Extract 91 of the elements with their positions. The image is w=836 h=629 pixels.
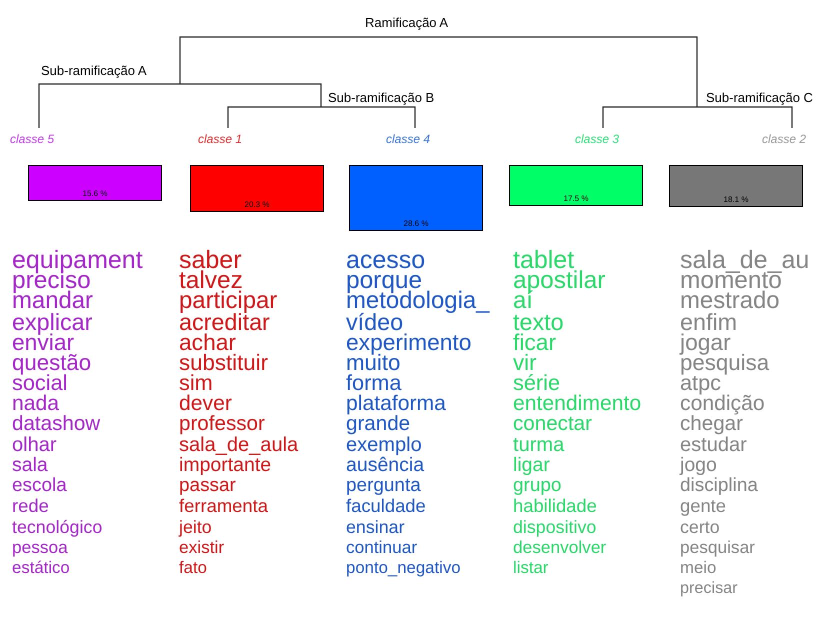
keyword: social <box>12 373 68 394</box>
keyword: forma <box>346 373 402 394</box>
class-label: classe 2 <box>762 131 806 148</box>
keyword: pesquisar <box>680 537 756 558</box>
keyword: enfim <box>680 312 738 332</box>
keyword: plataforma <box>346 394 447 414</box>
keyword: ferramenta <box>179 496 269 516</box>
keyword: jeito <box>179 516 213 537</box>
keyword: chegar <box>680 414 743 434</box>
keyword: jogo <box>680 455 718 476</box>
keyword: condição <box>680 394 766 414</box>
percentage-bar: 18.1 % <box>669 165 803 207</box>
keyword: acreditar <box>179 312 270 332</box>
keyword: faculdade <box>346 496 427 516</box>
keyword: sala_de_aula <box>179 434 300 455</box>
keyword: turma <box>513 434 566 455</box>
keyword: dispositivo <box>513 516 598 537</box>
keyword: vir <box>513 352 536 373</box>
keyword: questão <box>12 352 92 373</box>
keyword: ficar <box>513 332 556 352</box>
keyword: disciplina <box>680 476 759 496</box>
keyword: passar <box>179 476 236 496</box>
keyword: metodologia_ <box>346 291 491 312</box>
keyword: fato <box>179 558 208 578</box>
branch-label: Ramificação A <box>365 14 448 32</box>
class-label: classe 5 <box>10 131 54 148</box>
keyword: exemplo <box>346 434 423 455</box>
keyword: gente <box>680 496 728 516</box>
keyword: acesso <box>346 250 426 270</box>
keyword: olhar <box>12 434 58 455</box>
keyword: tecnológico <box>12 516 104 537</box>
keyword: saber <box>179 250 243 270</box>
keyword: atpc <box>680 373 721 394</box>
keyword: estudar <box>680 434 748 455</box>
keyword: certo <box>680 516 721 537</box>
branch-label: Sub-ramificação B <box>328 89 434 107</box>
keyword: escola <box>12 476 68 496</box>
keyword: ensinar <box>346 516 406 537</box>
keyword: ligar <box>513 455 551 476</box>
keyword: sala_de_au <box>680 250 810 270</box>
keyword: professor <box>179 414 266 434</box>
percentage-bar: 15.6 % <box>28 165 162 201</box>
keyword: ausência <box>346 455 426 476</box>
keyword: habilidade <box>513 496 598 516</box>
keyword: apostilar <box>513 270 606 291</box>
keyword: série <box>513 373 560 394</box>
keyword: vídeo <box>346 312 404 332</box>
class-label: classe 3 <box>575 131 620 148</box>
keyword: mestrado <box>680 291 780 312</box>
keyword: aí <box>513 291 533 312</box>
keyword: pessoa <box>12 537 69 558</box>
keyword: tablet <box>513 250 574 270</box>
branch-label: Sub-ramificação C <box>706 89 813 107</box>
keyword: sala <box>12 455 49 476</box>
keyword: mandar <box>12 291 94 312</box>
keyword: sim <box>179 373 213 394</box>
keyword: precisar <box>680 578 739 598</box>
keyword: momento <box>680 270 782 291</box>
keyword: listar <box>513 558 550 578</box>
branch-label: Sub-ramificação A <box>41 62 146 80</box>
keyword: conectar <box>513 414 593 434</box>
keyword: estático <box>12 558 71 578</box>
keyword: rede <box>12 496 50 516</box>
keyword: existir <box>179 537 226 558</box>
keyword: nada <box>12 394 60 414</box>
keyword: continuar <box>346 537 418 558</box>
keyword: grande <box>346 414 410 434</box>
keyword: porque <box>346 270 422 291</box>
keyword: pergunta <box>346 476 422 496</box>
class-label: classe 1 <box>198 131 242 148</box>
keyword: datashow <box>12 414 102 434</box>
keyword: substituir <box>179 352 270 373</box>
percentage-bar: 17.5 % <box>509 165 643 206</box>
keyword: achar <box>179 332 236 352</box>
keyword: grupo <box>513 476 562 496</box>
class-label: classe 4 <box>386 131 430 148</box>
percentage-bar: 20.3 % <box>190 165 324 212</box>
keyword: entendimento <box>513 394 642 414</box>
keyword: desenvolver <box>513 537 608 558</box>
percentage-bar: 28.6 % <box>349 165 483 231</box>
keyword: importante <box>179 455 272 476</box>
keyword: muito <box>346 352 400 373</box>
keyword: enviar <box>12 332 74 352</box>
keyword: experimento <box>346 332 472 352</box>
keyword: jogar <box>680 332 731 352</box>
keyword: meio <box>680 558 718 578</box>
keyword: talvez <box>179 270 243 291</box>
keyword: participar <box>179 291 278 312</box>
keyword: ponto_negativo <box>346 558 462 578</box>
keyword: dever <box>179 394 233 414</box>
keyword: texto <box>513 312 565 332</box>
